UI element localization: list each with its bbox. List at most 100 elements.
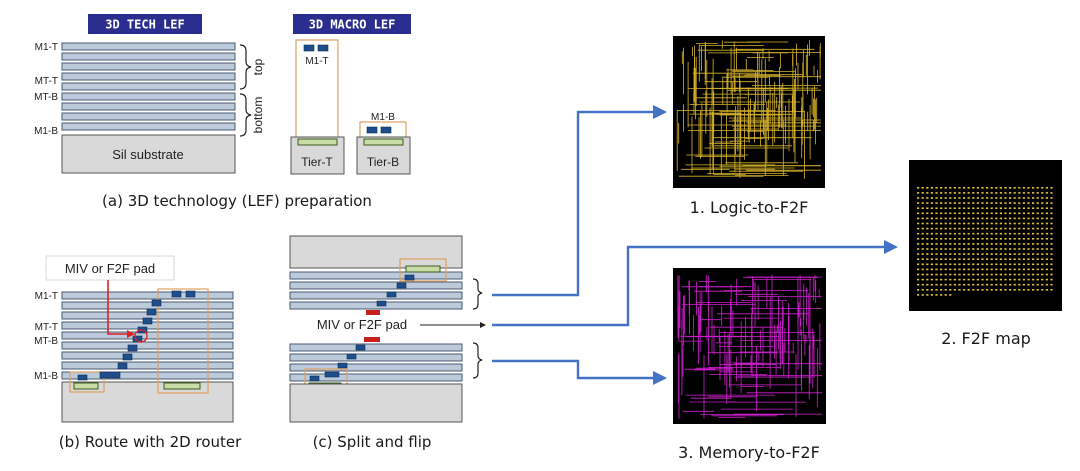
f2f-dot (917, 278, 920, 281)
f2f-dot (986, 289, 989, 291)
f2f-dot (917, 222, 920, 225)
f2f-dot (1004, 273, 1007, 276)
f2f-dot (1009, 217, 1012, 220)
f2f-dot (1009, 212, 1012, 215)
f2f-dot (1050, 202, 1053, 204)
f2f-dot (1027, 248, 1030, 250)
f2f-dot (1032, 227, 1035, 230)
f2f-dot (949, 202, 952, 204)
substrate-block (61, 134, 236, 174)
f2f-dot (999, 212, 1002, 215)
f2f-dot (1013, 192, 1016, 194)
f2f-dot (1009, 202, 1012, 204)
f2f-dot (1004, 187, 1007, 189)
f2f-dot (1013, 283, 1016, 286)
f2f-dot (995, 278, 998, 281)
f2f-dot (1027, 227, 1030, 230)
f2f-dot (999, 283, 1002, 286)
f2f-dot (1050, 207, 1053, 209)
f2f-dot (940, 238, 943, 240)
f2f-dot (1013, 273, 1016, 276)
f2f-dot (930, 289, 933, 291)
f2f-dot (963, 248, 966, 250)
f2f-dot (917, 197, 920, 199)
f2f-dot (1050, 192, 1053, 194)
f2f-dot (995, 243, 998, 245)
f2f-dot (1050, 273, 1053, 276)
f2f-dot (972, 212, 975, 215)
macro-lef-title: 3D MACRO LEF (309, 18, 396, 32)
f2f-dot (921, 268, 924, 271)
macro-pin-bottom-label: M1-B (371, 112, 395, 123)
f2f-dot (990, 232, 993, 235)
f2f-dot (1009, 227, 1012, 230)
f2f-dot (953, 232, 956, 235)
f2f-dot (921, 197, 924, 199)
f2f-dot (944, 253, 947, 255)
f2f-dot (1050, 217, 1053, 220)
f2f-dot (944, 192, 947, 194)
f2f-dot (921, 238, 924, 240)
f2f-dot (944, 217, 947, 220)
flow-arrows (492, 105, 898, 385)
f2f-dot (930, 217, 933, 220)
f2f-dot (953, 197, 956, 199)
f2f-dot (1027, 283, 1030, 286)
f2f-dot (967, 217, 970, 220)
f2f-dot (1013, 217, 1016, 220)
split-bottom-route (309, 344, 366, 382)
f2f-dot (1045, 212, 1048, 215)
f2f-dot (949, 227, 952, 230)
f2f-dot (1036, 289, 1039, 291)
f2f-dot (926, 192, 929, 194)
f2f-dot (953, 238, 956, 240)
f2f-dot (930, 243, 933, 245)
f2f-dot (940, 294, 943, 296)
f2f-dot (917, 212, 920, 215)
f2f-dot (976, 222, 979, 225)
f2f-dot (926, 187, 929, 189)
f2f-dot (940, 227, 943, 230)
f2f-dot (1009, 248, 1012, 250)
f2f-dot (940, 243, 943, 245)
f2f-dot (981, 253, 984, 255)
f2f-dot (986, 187, 989, 189)
f2f-dot (990, 283, 993, 286)
f2f-dot (967, 238, 970, 240)
f2f-dot (940, 248, 943, 250)
f2f-dot (1032, 248, 1035, 250)
f2f-dot (1045, 248, 1048, 250)
f2f-dot (926, 248, 929, 250)
f2f-dot (967, 227, 970, 230)
callout-pointer-b (107, 280, 130, 335)
f2f-dot (1050, 263, 1053, 266)
f2f-dot (1013, 227, 1016, 230)
f2f-dot (1036, 273, 1039, 276)
f2f-dot (940, 289, 943, 291)
f2f-dot (1022, 232, 1025, 235)
f2f-dot (1018, 263, 1021, 266)
f2f-dot (963, 289, 966, 291)
f2f-dot (963, 283, 966, 286)
callout-box-b (45, 255, 175, 281)
f2f-dot (1045, 207, 1048, 209)
f2f-dot (1004, 248, 1007, 250)
f2f-dot (935, 283, 938, 286)
f2f-dot (1027, 207, 1030, 209)
f2f-dot (917, 283, 920, 286)
f2f-dot (935, 258, 938, 260)
f2f-dot (1045, 289, 1048, 291)
f2f-dot (1013, 207, 1016, 209)
layer-label-mtt: MT-T (35, 76, 58, 87)
f2f-dot (1009, 232, 1012, 235)
split-top-substrate (289, 235, 463, 269)
f2f-dot (1013, 289, 1016, 291)
f2f-dot (981, 187, 984, 189)
f2f-dot (995, 248, 998, 250)
f2f-dot (944, 207, 947, 209)
f2f-dot (1027, 278, 1030, 281)
f2f-dot (921, 289, 924, 291)
f2f-dot (930, 263, 933, 266)
route-macro-box (157, 288, 209, 394)
f2f-dot (1027, 202, 1030, 204)
